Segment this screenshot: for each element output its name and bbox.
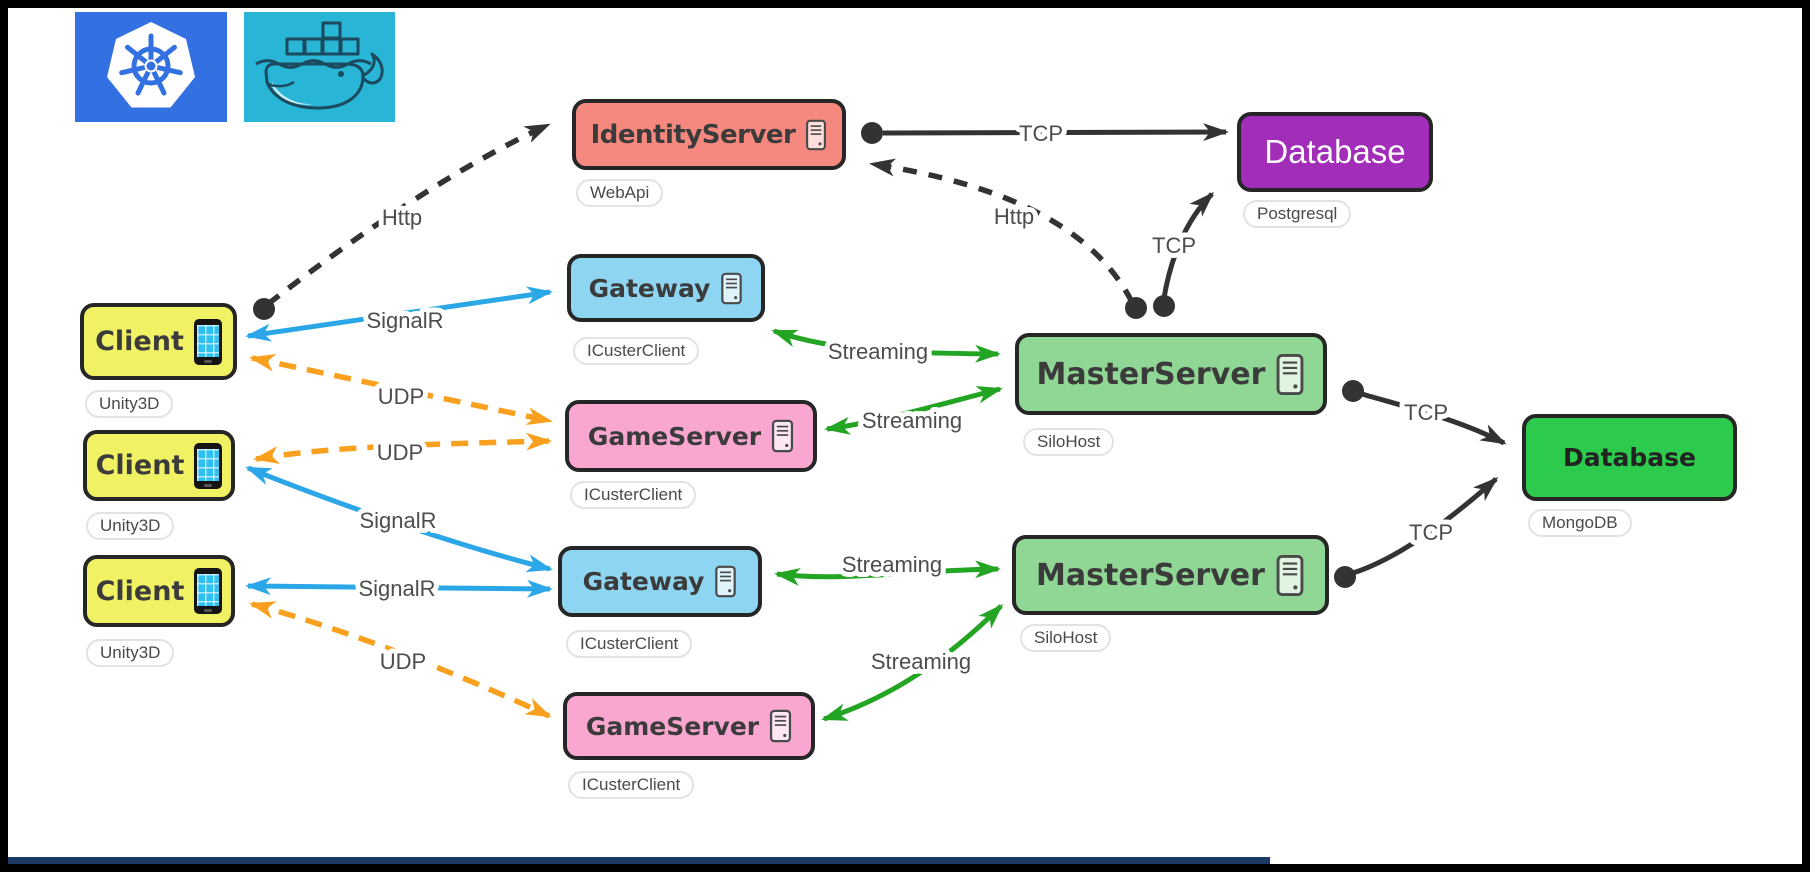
node-client-2-title: Client	[95, 450, 185, 481]
edge-dot	[1125, 297, 1147, 319]
edge-label-udp-2: UDP	[377, 440, 423, 465]
node-masterserver-1: MasterServer	[1015, 333, 1327, 415]
node-client-3: Client	[83, 555, 235, 627]
tag-unity3d-2: Unity3D	[86, 512, 175, 540]
tag-webapi: WebApi	[576, 179, 664, 207]
edge-signalr-client1-gateway1	[245, 286, 553, 342]
edge-label-signalr-3: SignalR	[358, 576, 435, 601]
server-icon	[720, 272, 743, 305]
tag-silohost-1: SiloHost	[1023, 428, 1115, 456]
node-gateway-2-title: Gateway	[582, 567, 705, 596]
node-gameserver-2-title: GameServer	[585, 711, 760, 741]
smartphone-icon	[194, 568, 223, 614]
docker-logo	[244, 12, 395, 122]
edge-label-tcp-3: TCP	[1404, 400, 1448, 425]
edge-udp-client3-gameserver2	[249, 601, 552, 719]
edge-dot	[861, 122, 883, 144]
smartphone-icon	[193, 318, 222, 365]
node-client-3-title: Client	[95, 575, 185, 607]
edge-udp-client2-gameserver1	[253, 432, 552, 464]
node-database-postgres: Database	[1237, 112, 1433, 192]
edge-dot	[253, 298, 275, 320]
server-icon	[805, 119, 827, 151]
bottom-taskbar-strip	[8, 857, 1270, 866]
edge-label-streaming-1: Streaming	[828, 339, 928, 364]
edge-label-http-1: Http	[382, 205, 422, 230]
edge-dot	[1153, 295, 1175, 317]
edge-label-signalr-1: SignalR	[366, 308, 443, 333]
tag-unity3d-3: Unity3D	[86, 639, 175, 667]
tag-silohost-2: SiloHost	[1020, 624, 1112, 652]
edge-label-streaming-3: Streaming	[842, 552, 942, 577]
edge-label-streaming-4: Streaming	[871, 649, 971, 674]
node-database-mongo-title: Database	[1562, 443, 1697, 472]
node-gateway-1-title: Gateway	[588, 273, 711, 303]
node-gameserver-2: GameServer	[563, 692, 815, 760]
server-icon	[771, 419, 794, 453]
edge-streaming-gameserver2-master2	[821, 603, 1004, 722]
server-icon	[714, 565, 737, 598]
node-identityserver: IdentityServer	[572, 99, 846, 170]
edge-label-udp-3: UDP	[380, 649, 426, 674]
edge-label-http-2: Http	[994, 204, 1034, 229]
server-icon	[769, 709, 792, 743]
edge-dot	[1334, 566, 1356, 588]
edge-tcp-identity-postgres	[882, 123, 1229, 142]
edge-udp-client1-gameserver1	[249, 353, 553, 426]
edge-http-client1-identity	[266, 122, 551, 307]
node-masterserver-1-title: MasterServer	[1036, 356, 1266, 392]
tag-icusterclient-2: ICusterClient	[570, 481, 697, 509]
edge-streaming-gateway1-master1	[771, 328, 1001, 363]
edge-label-signalr-2: SignalR	[359, 508, 436, 533]
server-icon	[1275, 353, 1305, 396]
node-gameserver-1: GameServer	[565, 400, 817, 472]
node-gameserver-1-title: GameServer	[587, 421, 762, 451]
node-client-1-title: Client	[95, 326, 184, 357]
node-gateway-1: Gateway	[567, 254, 765, 322]
edge-streaming-gateway2-master2	[774, 560, 1001, 586]
node-client-2: Client	[83, 430, 235, 501]
tag-icusterclient-4: ICusterClient	[568, 771, 695, 799]
node-client-1: Client	[80, 303, 237, 380]
edge-signalr-client2-gateway2	[245, 465, 553, 573]
kubernetes-logo	[75, 12, 227, 122]
tag-postgresql: Postgresql	[1243, 200, 1352, 228]
node-database-mongo: Database	[1522, 414, 1737, 501]
edge-label-tcp-4: TCP	[1409, 520, 1453, 545]
edge-tcp-master2-mongo	[1352, 477, 1499, 576]
edge-label-tcp-1: TCP	[1019, 121, 1063, 146]
node-masterserver-2: MasterServer	[1012, 535, 1329, 615]
edge-label-streaming-2: Streaming	[862, 408, 962, 433]
edge-label-tcp-2: TCP	[1152, 233, 1196, 258]
node-gateway-2: Gateway	[558, 546, 762, 617]
tag-mongodb: MongoDB	[1528, 509, 1632, 537]
node-database-postgres-title: Database	[1264, 133, 1406, 170]
tag-icusterclient-3: ICusterClient	[566, 630, 693, 658]
edge-dot	[1342, 380, 1364, 402]
edge-label-udp-1: UDP	[378, 384, 424, 409]
server-icon	[1275, 554, 1305, 597]
edge-tcp-master1-mongo	[1361, 391, 1507, 446]
node-identityserver-title: IdentityServer	[590, 119, 796, 150]
smartphone-icon	[194, 442, 223, 489]
edge-streaming-gameserver1-master1	[824, 385, 1003, 435]
edge-http-master1-identity	[869, 158, 1135, 304]
tag-unity3d-1: Unity3D	[85, 390, 174, 418]
tag-icusterclient-1: ICusterClient	[573, 337, 700, 365]
edge-tcp-master1-postgres	[1161, 191, 1215, 299]
edge-signalr-client3-gateway2	[245, 577, 553, 598]
node-masterserver-2-title: MasterServer	[1036, 557, 1265, 593]
